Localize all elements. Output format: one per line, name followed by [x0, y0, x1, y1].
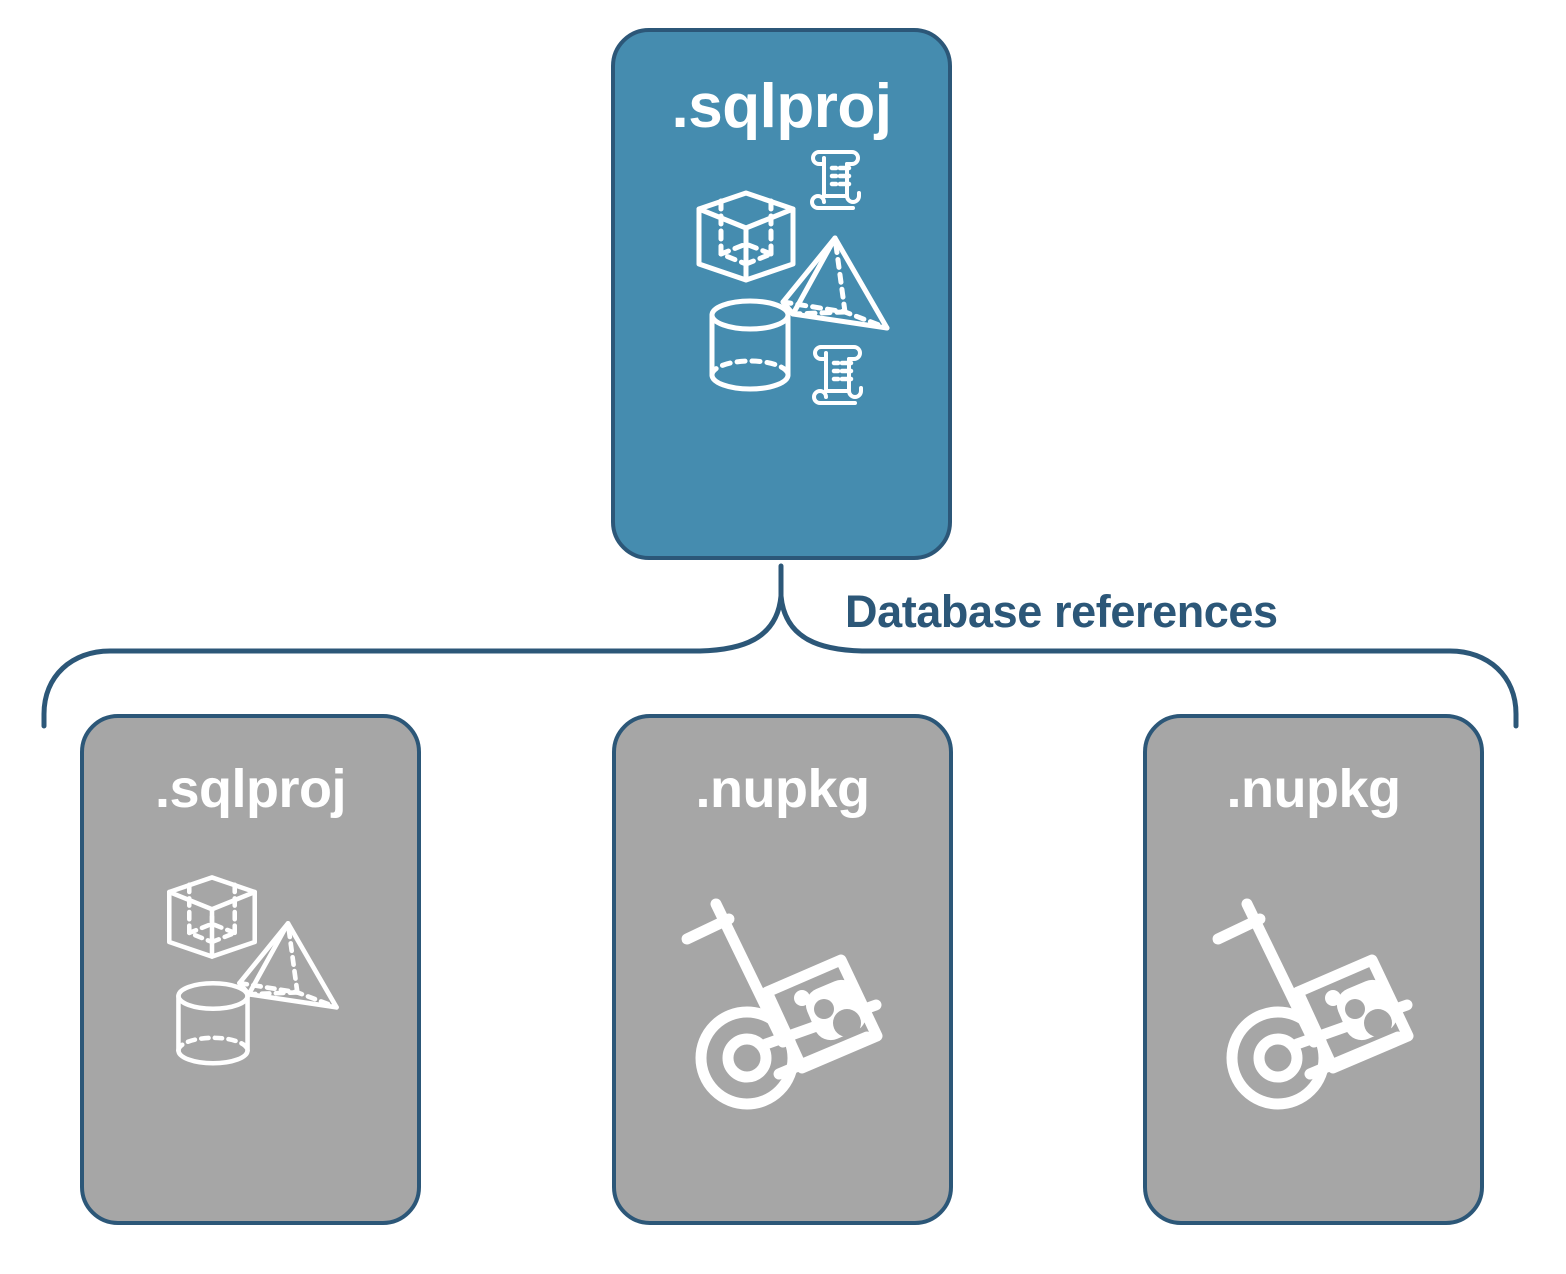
pyramid-icon [237, 921, 339, 1010]
pyramid-icon [780, 235, 890, 331]
node-child-sqlproj[interactable]: .sqlproj [80, 714, 421, 1225]
node-child-sqlproj-icons [84, 816, 417, 1221]
node-child-nupkg-2-label: .nupkg [1226, 759, 1401, 819]
script-scroll-icon [812, 345, 863, 405]
cube-icon [696, 190, 796, 283]
nuget-hand-truck-icon [1212, 898, 1414, 1110]
node-child-nupkg-2-icons [1147, 816, 1480, 1221]
node-parent-sqlproj[interactable]: .sqlproj [611, 28, 952, 560]
node-child-nupkg-1-label: .nupkg [695, 759, 870, 819]
script-scroll-icon [810, 150, 861, 210]
cylinder-icon [709, 298, 791, 392]
node-child-nupkg-1[interactable]: .nupkg [612, 714, 953, 1225]
node-child-nupkg-2[interactable]: .nupkg [1143, 714, 1484, 1225]
cube-icon [167, 875, 257, 959]
nuget-hand-truck-icon [681, 898, 883, 1110]
node-child-nupkg-1-icons [616, 816, 949, 1221]
cylinder-icon [176, 981, 250, 1066]
node-parent-label: .sqlproj [671, 72, 892, 141]
node-child-sqlproj-label: .sqlproj [154, 759, 347, 819]
brace-label-database-references: Database references [845, 586, 1278, 637]
node-parent-icons [615, 138, 948, 556]
